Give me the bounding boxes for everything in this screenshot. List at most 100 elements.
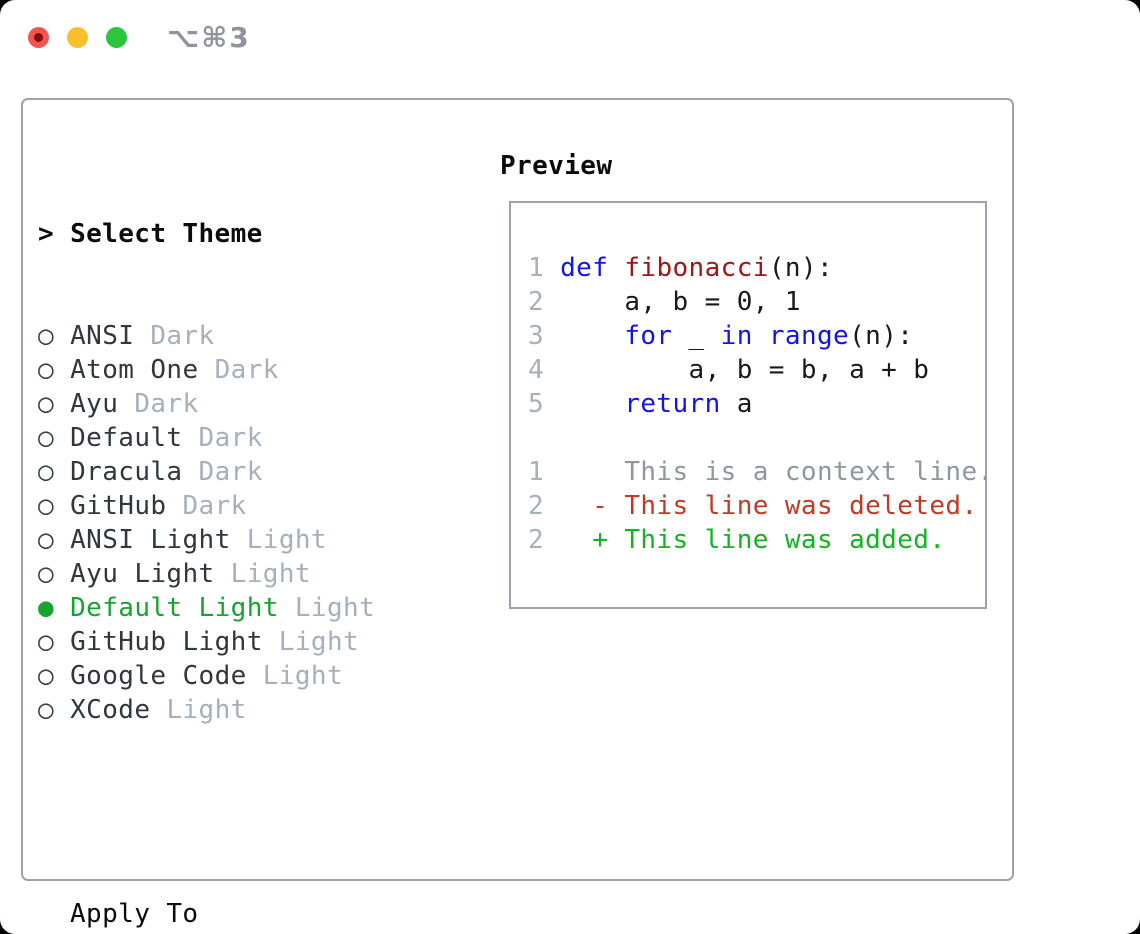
radio-icon: ○	[38, 695, 71, 725]
code-text: a	[720, 389, 753, 419]
radio-icon: ○	[38, 457, 71, 487]
radio-icon: ●	[38, 593, 71, 623]
code-text	[608, 253, 624, 283]
theme-option[interactable]: ○ Dracula Dark	[38, 455, 488, 489]
code-text: + This line was added.	[560, 525, 946, 555]
theme-option[interactable]: ○ XCode Light	[38, 693, 488, 727]
code-text: a, b = 0, 1	[560, 287, 801, 317]
radio-icon: ○	[38, 389, 71, 419]
minimize-button[interactable]	[67, 27, 88, 48]
theme-name: XCode	[70, 695, 151, 725]
code-line: 2 a, b = 0, 1	[528, 285, 994, 319]
prompt-icon: >	[38, 219, 55, 249]
theme-variant-tag: Light	[246, 661, 344, 691]
theme-option[interactable]: ○ ANSI Dark	[38, 319, 488, 353]
theme-option[interactable]: ○ Ayu Light Light	[38, 557, 488, 591]
code-line: 1 def fibonacci(n):	[528, 251, 994, 285]
radio-icon: ○	[38, 661, 71, 691]
code-text: range	[768, 321, 850, 351]
code-text: in	[720, 321, 753, 351]
code-text: fibonacci	[624, 253, 769, 283]
theme-name: ANSI Light	[70, 525, 231, 555]
theme-name: Ayu	[70, 389, 119, 419]
theme-name: Default	[70, 423, 183, 453]
line-number: 2	[528, 491, 561, 521]
radio-icon: ○	[38, 559, 71, 589]
code-text	[560, 321, 624, 351]
theme-variant-tag: Dark	[182, 423, 263, 453]
theme-name: GitHub	[70, 491, 167, 521]
code-text: def	[560, 253, 609, 283]
code-line: 4 a, b = b, a + b	[528, 353, 994, 387]
radio-icon: ○	[38, 423, 71, 453]
theme-options-list: ○ ANSI Dark○ Atom One Dark○ Ayu Dark○ De…	[38, 319, 488, 727]
code-line: 2 + This line was added.	[528, 523, 994, 557]
theme-variant-tag: Light	[214, 559, 311, 589]
radio-icon: ○	[38, 525, 71, 555]
theme-variant-tag: Dark	[134, 321, 215, 351]
theme-name: GitHub Light	[70, 627, 263, 657]
close-button[interactable]	[28, 27, 49, 48]
theme-name: Ayu Light	[70, 559, 215, 589]
theme-variant-tag: Dark	[182, 457, 263, 487]
code-line: 1 This is a context line.	[528, 455, 994, 489]
preview-header: Preview	[500, 151, 613, 181]
code-text: return	[624, 389, 721, 419]
select-theme-header: > Select Theme	[38, 217, 488, 251]
theme-name: Default Light	[70, 593, 279, 623]
theme-variant-tag: Dark	[198, 355, 279, 385]
line-number: 5	[528, 389, 561, 419]
window-title: ⌥⌘3	[167, 21, 251, 54]
line-number: 2	[528, 525, 561, 555]
theme-variant-tag: Light	[230, 525, 327, 555]
select-theme-title: Select Theme	[70, 219, 263, 249]
line-number: 1	[528, 457, 561, 487]
code-text: (n):	[849, 321, 914, 351]
apply-to-header: Apply To	[70, 899, 199, 929]
code-line: 5 return a	[528, 387, 994, 421]
theme-name: Google Code	[70, 661, 247, 691]
theme-name: ANSI	[70, 321, 135, 351]
theme-option[interactable]: ○ Ayu Dark	[38, 387, 488, 421]
theme-name: Atom One	[70, 355, 199, 385]
code-line	[528, 421, 994, 455]
code-line: 2 - This line was deleted.	[528, 489, 994, 523]
code-text: - This line was deleted.	[560, 491, 978, 521]
code-text: for	[624, 321, 673, 351]
zoom-button[interactable]	[106, 27, 127, 48]
spacer	[38, 795, 488, 829]
code-text	[753, 321, 769, 351]
code-line: 3 for _ in range(n):	[528, 319, 994, 353]
code-text: (n):	[768, 253, 834, 283]
code-text: a, b = b, a + b	[560, 355, 930, 385]
theme-variant-tag: Light	[262, 627, 360, 657]
theme-option[interactable]: ○ Atom One Dark	[38, 353, 488, 387]
radio-icon: ○	[38, 491, 71, 521]
line-number: 1	[528, 253, 561, 283]
line-number: 4	[528, 355, 561, 385]
line-number: 2	[528, 287, 561, 317]
code-text: _	[672, 321, 721, 351]
radio-icon: ○	[38, 355, 71, 385]
line-number: 3	[528, 321, 561, 351]
theme-option[interactable]: ○ ANSI Light Light	[38, 523, 488, 557]
theme-selector: >Select Theme ○ ANSI Dark○ Atom One Dark…	[38, 149, 488, 934]
code-text: This is a context line.	[560, 457, 994, 487]
theme-picker-panel: >Select Theme ○ ANSI Dark○ Atom One Dark…	[21, 98, 1014, 929]
theme-variant-tag: Dark	[118, 389, 199, 419]
theme-variant-tag: Light	[150, 695, 247, 725]
theme-option[interactable]: ○ GitHub Dark	[38, 489, 488, 523]
theme-variant-tag: Dark	[166, 491, 247, 521]
theme-option[interactable]: ○ GitHub Light Light	[38, 625, 488, 659]
theme-option[interactable]: ○ Google Code Light	[38, 659, 488, 693]
theme-option[interactable]: ● Default Light Light	[38, 591, 488, 625]
titlebar: ⌥⌘3	[0, 0, 1140, 75]
code-text	[560, 389, 624, 419]
radio-icon: ○	[38, 321, 71, 351]
close-dot-icon	[34, 33, 43, 42]
theme-variant-tag: Light	[278, 593, 376, 623]
theme-option[interactable]: ○ Default Dark	[38, 421, 488, 455]
